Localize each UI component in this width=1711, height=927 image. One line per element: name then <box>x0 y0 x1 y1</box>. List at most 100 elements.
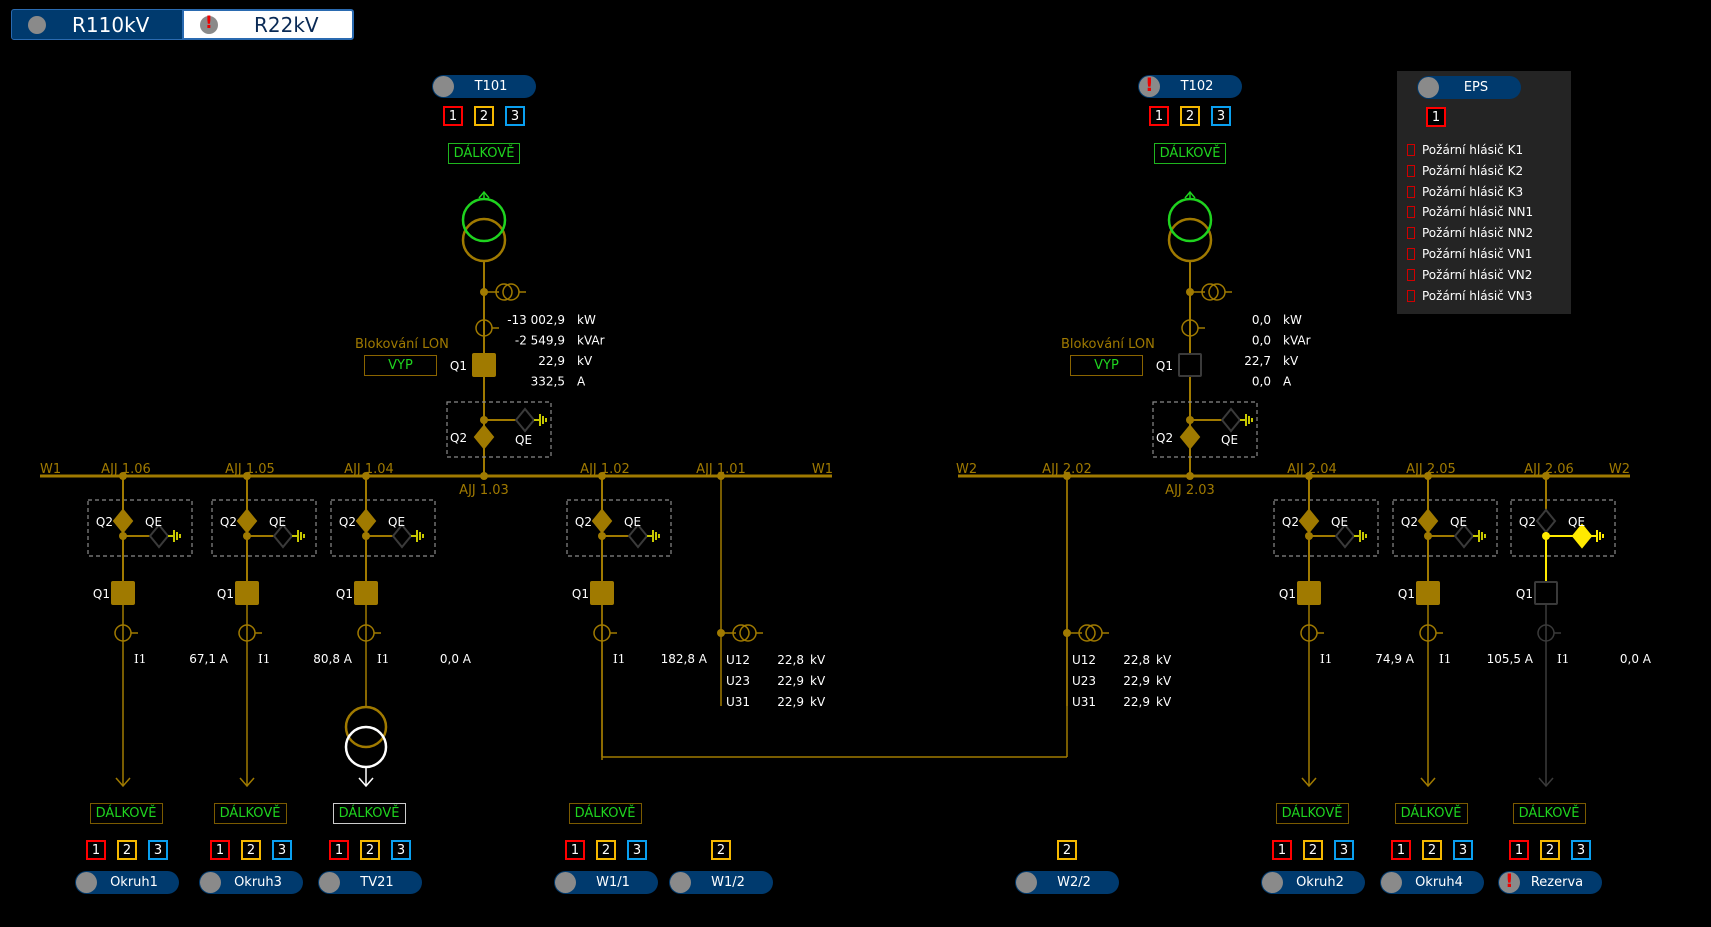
priority-1-button[interactable]: 1 <box>1272 840 1292 860</box>
priority-1-button[interactable]: 1 <box>565 840 585 860</box>
measuring-pill[interactable]: W1/2 <box>669 871 773 894</box>
current-value: 67,1 A <box>189 652 229 666</box>
bay-label: AJJ 1.03 <box>459 483 509 498</box>
bay-label: AJJ 2.05 <box>1406 462 1456 477</box>
feeder-pill[interactable]: W1/1 <box>554 871 658 894</box>
status-indicator-icon <box>76 872 97 893</box>
earthing-switch-icon <box>1571 523 1593 549</box>
earth-icon <box>1359 530 1367 542</box>
breaker-closed-icon <box>235 581 259 605</box>
priority-2-button[interactable]: 2 <box>596 840 616 860</box>
priority-3-button[interactable]: 3 <box>1571 840 1591 860</box>
priority-2-button[interactable]: 2 <box>1057 840 1077 860</box>
blocking-toggle-button[interactable]: VYP <box>364 355 437 376</box>
priority-2-button[interactable]: 2 <box>241 840 261 860</box>
priority-1-button[interactable]: 1 <box>86 840 106 860</box>
bay-label: AJJ 1.02 <box>580 462 630 477</box>
fire-detector-item[interactable]: Požární hlásič K3 <box>1407 185 1523 199</box>
current-value: 74,9 A <box>1375 652 1415 666</box>
voltage-label: U23 <box>726 674 750 688</box>
alarm-indicator-icon <box>1499 870 1520 893</box>
remote-mode-button[interactable]: DÁLKOVĚ <box>568 803 642 824</box>
earthing-switch-label: QE <box>269 515 286 529</box>
fire-detector-item[interactable]: Požární hlásič K1 <box>1407 143 1523 157</box>
earth-icon <box>1596 530 1604 542</box>
priority-2-button[interactable]: 2 <box>711 840 731 860</box>
current-value: 80,8 A <box>313 652 353 666</box>
priority-2-button[interactable]: 2 <box>474 106 494 126</box>
voltage-transformer-icon <box>502 283 520 301</box>
bay-label: AJJ 1.01 <box>696 462 746 477</box>
fire-detector-item[interactable]: Požární hlásič VN2 <box>1407 268 1532 282</box>
disconnector-icon <box>1417 508 1439 534</box>
blocking-toggle-button[interactable]: VYP <box>1070 355 1143 376</box>
priority-3-button[interactable]: 3 <box>1453 840 1473 860</box>
feeder-pill[interactable]: Okruh2 <box>1261 871 1365 894</box>
breaker-closed-icon <box>1297 581 1321 605</box>
disconnector-icon <box>1298 508 1320 534</box>
priority-1-button[interactable]: 1 <box>329 840 349 860</box>
breaker-closed-icon <box>111 581 135 605</box>
priority-3-button[interactable]: 3 <box>1334 840 1354 860</box>
earthing-switch-icon <box>391 523 413 549</box>
fire-detector-item[interactable]: Požární hlásič NN1 <box>1407 205 1533 219</box>
fire-detector-item[interactable]: Požární hlásič K2 <box>1407 164 1523 178</box>
tab-r110kv[interactable]: R110kV <box>11 9 183 40</box>
priority-2-button[interactable]: 2 <box>1540 840 1560 860</box>
priority-2-button[interactable]: 2 <box>1422 840 1442 860</box>
tab-r22kv[interactable]: R22kV <box>182 9 354 40</box>
remote-mode-button[interactable]: DÁLKOVĚ <box>89 803 163 824</box>
remote-mode-button[interactable]: DÁLKOVĚ <box>1512 803 1586 824</box>
priority-2-button[interactable]: 2 <box>1180 106 1200 126</box>
measurement-value: 0,0 <box>1252 375 1271 389</box>
fire-detector-item[interactable]: Požární hlásič NN2 <box>1407 226 1533 240</box>
current-value: 0,0 A <box>1620 652 1652 666</box>
measuring-pill[interactable]: W2/2 <box>1015 871 1119 894</box>
feeder-pill[interactable]: Okruh1 <box>75 871 179 894</box>
priority-2-button[interactable]: 2 <box>117 840 137 860</box>
priority-2-button[interactable]: 2 <box>1303 840 1323 860</box>
breaker-label: Q1 <box>1156 359 1173 373</box>
priority-1-button[interactable]: 1 <box>443 106 463 126</box>
priority-1-button[interactable]: 1 <box>1509 840 1529 860</box>
feeder-pill[interactable]: TV21 <box>318 871 422 894</box>
priority-3-button[interactable]: 3 <box>627 840 647 860</box>
transformer-pill-t101[interactable]: T101 <box>432 75 536 98</box>
switchgear-group-frame <box>1392 499 1498 557</box>
priority-1-button[interactable]: 1 <box>210 840 230 860</box>
feeder-pill[interactable]: Okruh3 <box>199 871 303 894</box>
priority-3-button[interactable]: 3 <box>391 840 411 860</box>
measurement-unit: kV <box>577 354 593 368</box>
fire-detector-item[interactable]: Požární hlásič VN3 <box>1407 289 1532 303</box>
voltage-value: 22,8 <box>1123 653 1150 667</box>
priority-3-button[interactable]: 3 <box>272 840 292 860</box>
feeder-pill[interactable]: Rezerva <box>1498 870 1602 894</box>
switchgear-group-frame <box>330 499 436 557</box>
remote-mode-button[interactable]: DÁLKOVĚ <box>448 143 520 164</box>
remote-mode-button[interactable]: DÁLKOVĚ <box>1394 803 1468 824</box>
current-value: 105,5 A <box>1487 652 1534 666</box>
feeder-pill[interactable]: Okruh4 <box>1380 871 1484 894</box>
priority-3-button[interactable]: 3 <box>505 106 525 126</box>
eps-pill[interactable]: EPS <box>1417 76 1521 99</box>
earthing-switch-icon <box>514 407 536 433</box>
remote-mode-button[interactable]: DÁLKOVĚ <box>213 803 287 824</box>
current-label: I1 <box>1320 652 1332 666</box>
voltage-unit: kV <box>810 674 826 688</box>
eps-priority-1[interactable]: 1 <box>1426 107 1446 127</box>
earth-icon <box>297 530 305 542</box>
priority-3-button[interactable]: 3 <box>148 840 168 860</box>
priority-2-button[interactable]: 2 <box>360 840 380 860</box>
priority-3-button[interactable]: 3 <box>1211 106 1231 126</box>
priority-1-button[interactable]: 1 <box>1391 840 1411 860</box>
remote-mode-button[interactable]: DÁLKOVĚ <box>1154 143 1226 164</box>
disconnector-icon <box>355 508 377 534</box>
remote-mode-button[interactable]: DÁLKOVĚ <box>332 803 406 824</box>
current-label: I1 <box>377 652 389 666</box>
remote-mode-button[interactable]: DÁLKOVĚ <box>1275 803 1349 824</box>
fire-detector-item[interactable]: Požární hlásič VN1 <box>1407 247 1532 261</box>
transformer-pill-t102[interactable]: T102 <box>1138 74 1242 98</box>
detector-status-icon <box>1407 206 1415 219</box>
priority-1-button[interactable]: 1 <box>1149 106 1169 126</box>
status-indicator-icon <box>1262 872 1283 893</box>
